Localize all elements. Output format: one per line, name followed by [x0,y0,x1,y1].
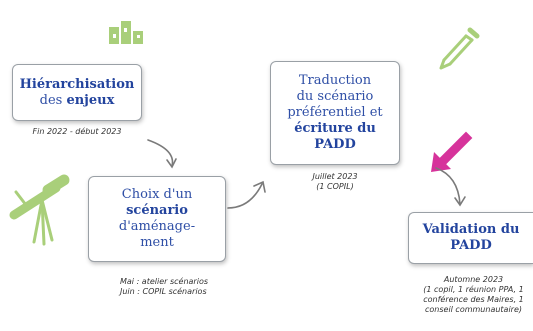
step-4-caption: Automne 2023 (1 copil, 1 réunion PPA, 1 … [414,275,533,315]
step-4-line-2-text: PADD [450,238,492,253]
step-3-line-4-text: écriture du [294,121,376,136]
step-3-line-5: PADD [271,137,399,153]
step-3-line-3: préférentiel et [271,105,399,121]
pink-arrow-icon [431,131,473,172]
step-box-choix-scenario: Choix d'un scénario d'aménage- ment [88,176,226,262]
telescope-icon [9,174,70,246]
step-2-line-3-text: d'aménage- [118,219,196,234]
step-2-line-3: d'aménage- [89,219,225,235]
step-2-line-1: Choix d'un [89,187,225,203]
step-4-caption-line-1: Automne 2023 [443,275,504,284]
step-4-caption-line-4: conseil communautaire) [424,305,523,314]
step-2-caption-line-1: Mai : atelier scénarios [120,277,209,286]
step-2-line-4-text: ment [140,235,174,250]
step-4-line-1: Validation du [409,222,533,238]
step-3-caption-line-2: (1 COPIL) [316,182,354,191]
connector-2-3 [227,183,263,209]
pencil-icon [439,27,480,70]
step-1-line-1: Hiérarchisation [13,77,141,93]
step-1-line-1-text: Hiérarchisation [19,76,135,92]
step-3-line-4: écriture du [271,121,399,137]
step-2-line-1-text: Choix d'un [121,187,193,202]
step-4-caption-line-2: (1 copil, 1 réunion PPA, 1 [423,285,524,294]
step-4-caption-line-3: conférence des Maires, 1 [423,295,524,304]
step-box-hierarchisation: Hiérarchisation des enjeux [12,64,142,121]
step-2-caption: Mai : atelier scénarios Juin : COPIL scé… [120,277,220,297]
podium-icon [109,21,143,44]
step-2-line-2: scénario [89,203,225,219]
step-4-line-1-text: Validation du [422,222,520,237]
step-3-line-3-text: préférentiel et [287,105,383,120]
step-3-line-2: du scénario [271,89,399,105]
step-1-caption: Fin 2022 - début 2023 [12,127,142,137]
step-3-line-1: Traduction [271,73,399,89]
step-4-line-2: PADD [409,238,533,254]
step-1-line-2-text-a: des [39,92,67,108]
step-3-line-5-text: PADD [314,137,356,152]
step-box-validation-padd: Validation du PADD [408,212,533,264]
step-1-line-2: des enjeux [13,93,141,109]
connector-arrows [147,139,466,209]
step-box-traduction-padd: Traduction du scénario préférentiel et é… [270,61,400,165]
step-2-line-2-text: scénario [126,203,188,218]
step-2-line-4: ment [89,235,225,251]
step-2-caption-line-2: Juin : COPIL scénarios [120,287,207,296]
step-3-line-1-text: Traduction [298,73,372,88]
step-3-caption-line-1: Juillet 2023 [312,172,358,181]
step-3-line-2-text: du scénario [296,89,374,104]
connector-3-4 [435,167,461,205]
step-1-line-2-text-b: enjeux [66,92,115,108]
connector-1-2 [147,139,174,167]
step-3-caption: Juillet 2023 (1 COPIL) [290,172,380,192]
step-1-caption-line-1: Fin 2022 - début 2023 [32,127,122,136]
